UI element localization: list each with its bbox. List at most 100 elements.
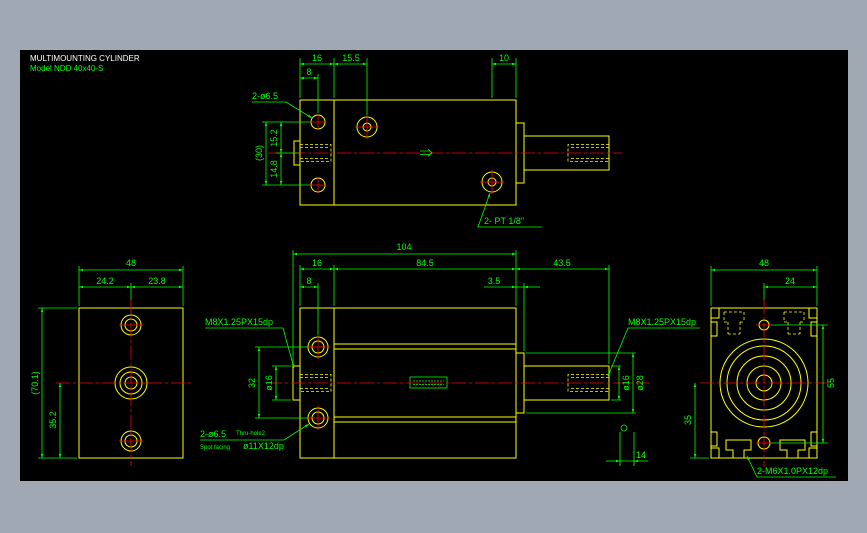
front-right-extension-lines <box>526 352 636 414</box>
front-spot-facing-value: ø11X12dp <box>243 441 284 451</box>
front-rod-thread-hidden <box>567 374 609 392</box>
front-dim-d16-right-label: ø16 <box>621 375 631 391</box>
front-dim-3-5-label: 3.5 <box>488 276 501 286</box>
left-side-view: 48 24.2 23.8 (70.1) 35.2 <box>30 258 192 466</box>
top-port-callout: 2- PT 1/8" <box>477 192 542 228</box>
top-dim-14-8-label: 14.8 <box>269 160 279 178</box>
left-dim-23-8: 23.8 <box>131 276 183 289</box>
right-top-slot-left-hidden <box>723 311 745 335</box>
drawing-canvas[interactable] <box>20 50 848 481</box>
right-bottom-t-slot-right <box>779 439 806 458</box>
top-dim-10-label: 10 <box>499 53 509 63</box>
top-mount-hole-label: 2-ø6.5 <box>252 91 278 101</box>
front-dim-43-5-label: 43.5 <box>553 258 571 268</box>
top-dim-16-label: 16 <box>312 53 322 63</box>
front-mount-hole-callout: 2-ø6.5 Thru-hole2 Spot facing ø11X12dp <box>200 423 310 451</box>
front-dim-16: 16 <box>300 258 334 271</box>
right-corner-steps <box>711 308 817 458</box>
front-dim-104: 104 <box>293 242 516 256</box>
right-bottom-t-slot-left <box>725 439 752 458</box>
front-thread-right-callout: M8X1.25PX15dp <box>607 317 700 377</box>
top-rod-thread-hidden <box>567 144 609 162</box>
top-dim-14-8: 14.8 <box>269 153 283 185</box>
top-port-label: 2- PT 1/8" <box>484 216 524 226</box>
front-dim-d16-right: ø16 <box>617 366 631 400</box>
front-hole-note-small: Thru-hole2 <box>236 431 266 437</box>
right-dim-48: 48 <box>711 258 817 272</box>
front-dim-8-label: 8 <box>306 276 311 286</box>
top-dim-10: 10 <box>492 53 516 66</box>
right-dim-35: 35 <box>683 383 697 458</box>
right-dim-24-label: 24 <box>785 276 795 286</box>
top-dim-30-label: (30) <box>254 145 264 161</box>
left-dim-35-2-label: 35.2 <box>48 411 58 429</box>
top-dim-15-2-label: 15.2 <box>269 129 279 147</box>
right-dim-24: 24 <box>764 276 817 289</box>
left-dim-24-2-label: 24.2 <box>96 276 114 286</box>
right-center-marks <box>756 324 772 444</box>
top-view: 16 15.5 8 10 2-ø6.5 15.2 14.8 (30) <box>252 53 622 228</box>
front-dim-84-5: 84.5 <box>334 258 516 271</box>
top-dim-15-5-label: 15.5 <box>342 53 360 63</box>
left-dim-35-2: 35.2 <box>48 383 62 458</box>
right-dim-55: 55 <box>821 325 836 443</box>
top-dim-15-2: 15.2 <box>269 122 283 153</box>
detail-marker <box>620 424 628 432</box>
front-rear-thread-hidden <box>300 374 332 392</box>
front-dim-104-label: 104 <box>396 242 411 252</box>
front-thread-left-label: M8X1.25PX15dp <box>205 317 273 327</box>
left-center-marks <box>119 324 143 442</box>
front-tie-rod-lines <box>334 343 516 423</box>
front-thread-right-label: M8X1.25PX15dp <box>628 317 696 327</box>
front-detail-dim-14: 14 <box>606 424 648 466</box>
front-nameplate <box>409 376 448 389</box>
model-number: Model NDD 40x40-S <box>30 64 103 73</box>
left-dim-24-2: 24.2 <box>79 276 131 289</box>
front-dim-32: 32 <box>247 347 261 418</box>
top-rear-thread-hidden <box>300 144 332 162</box>
front-center-marks <box>306 335 330 430</box>
front-dim-d16-left: ø16 <box>264 366 278 400</box>
top-center-marks <box>310 114 504 194</box>
left-dim-70-1-label: (70.1) <box>30 371 40 395</box>
left-dim-23-8-label: 23.8 <box>148 276 166 286</box>
right-tap-note: 2-M6X1.0PX12dp <box>757 466 828 476</box>
front-thread-left-callout: M8X1.25PX15dp <box>205 317 295 369</box>
left-dim-70-1: (70.1) <box>30 308 44 458</box>
right-dim-35-label: 35 <box>683 415 693 425</box>
front-extension-lines <box>292 250 610 364</box>
top-dim-8-label: 8 <box>306 67 311 77</box>
front-left-extension-lines <box>255 346 308 419</box>
top-dim-8: 8 <box>300 67 318 80</box>
top-dim-16: 16 <box>300 53 334 66</box>
right-extension-lines <box>690 266 828 459</box>
front-dim-32-label: 32 <box>247 378 257 388</box>
front-dim-8: 8 <box>300 276 318 289</box>
front-dim-d28: ø28 <box>631 353 645 413</box>
top-dim-30: (30) <box>254 122 268 185</box>
front-dim-16-label: 16 <box>312 258 322 268</box>
front-dim-d28-label: ø28 <box>635 375 645 391</box>
front-hole-note: 2-ø6.5 <box>200 429 226 439</box>
left-dim-48-label: 48 <box>126 258 136 268</box>
front-dim-84-5-label: 84.5 <box>416 258 434 268</box>
flow-direction-arrow <box>420 148 433 157</box>
right-dim-55-label: 55 <box>826 378 836 388</box>
front-dim-43-5: 43.5 <box>516 258 609 271</box>
right-dim-48-label: 48 <box>759 258 769 268</box>
drawing-title: MULTIMOUNTING CYLINDER <box>30 54 140 63</box>
front-dim-d16-left-label: ø16 <box>264 375 274 391</box>
right-top-slot-right-hidden <box>783 311 805 335</box>
front-dim-14-label: 14 <box>636 450 646 460</box>
right-side-view: 48 24 55 35 2-M6X1.0PX12dp <box>683 258 836 478</box>
front-dim-3-5: 3.5 <box>484 276 540 289</box>
front-spot-facing-label: Spot facing <box>200 445 230 451</box>
top-mount-hole-callout: 2-ø6.5 <box>252 91 313 119</box>
top-dim-15-5: 15.5 <box>334 53 367 66</box>
right-tap-callout: 2-M6X1.0PX12dp <box>746 455 836 478</box>
left-dim-48: 48 <box>79 258 183 272</box>
front-view: 104 16 84.5 43.5 8 3.5 32 <box>200 242 700 466</box>
title-block: MULTIMOUNTING CYLINDER Model NDD 40x40-S <box>30 54 140 73</box>
right-side-slots <box>711 321 817 447</box>
